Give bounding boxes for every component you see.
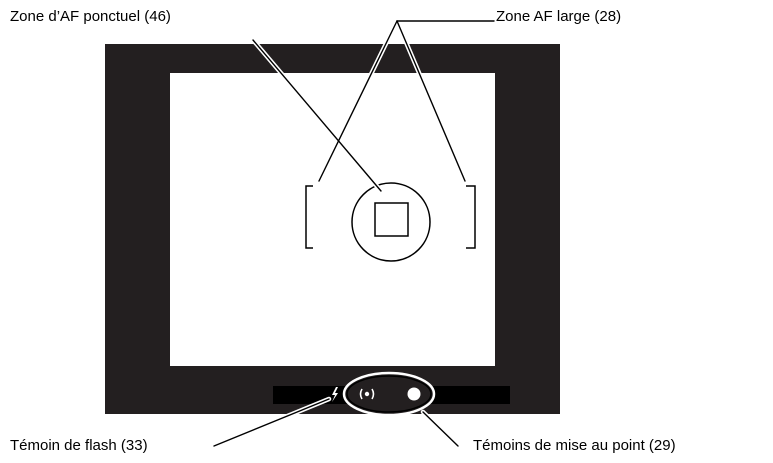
focus-dot-icon <box>407 387 421 401</box>
flash-icon <box>332 387 338 402</box>
viewfinder-screen <box>170 73 495 366</box>
flash-indicator-label: Témoin de flash (33) <box>10 437 148 454</box>
spot-af-zone-label: Zone d’AF ponctuel (46) <box>10 8 171 25</box>
spot-af-square <box>374 202 409 237</box>
wide-af-brackets <box>305 185 476 249</box>
focus-signal-icon <box>359 388 375 400</box>
spot-af-circle <box>351 182 431 262</box>
focus-indicator-oval-inner <box>346 375 432 413</box>
focus-indicators-label: Témoins de mise au point (29) <box>473 437 676 454</box>
callout-leader-lines <box>211 18 495 449</box>
wide-af-zone-label: Zone AF large (28) <box>496 8 622 25</box>
focus-indicator-oval <box>342 371 436 417</box>
